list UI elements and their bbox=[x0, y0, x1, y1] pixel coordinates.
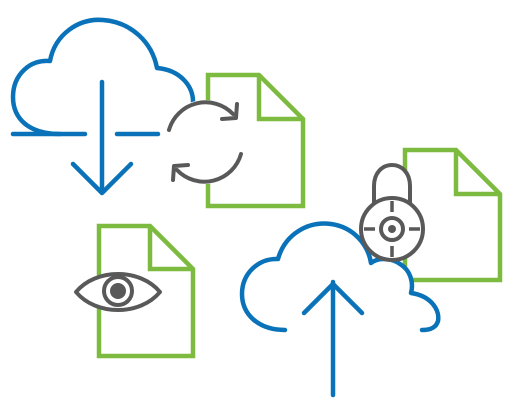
cloud-download-icon bbox=[10, 17, 196, 196]
cloud-upload-icon bbox=[239, 221, 441, 398]
sync-icon bbox=[163, 100, 247, 184]
padlock-icon bbox=[359, 162, 425, 262]
eye-icon bbox=[74, 272, 162, 312]
